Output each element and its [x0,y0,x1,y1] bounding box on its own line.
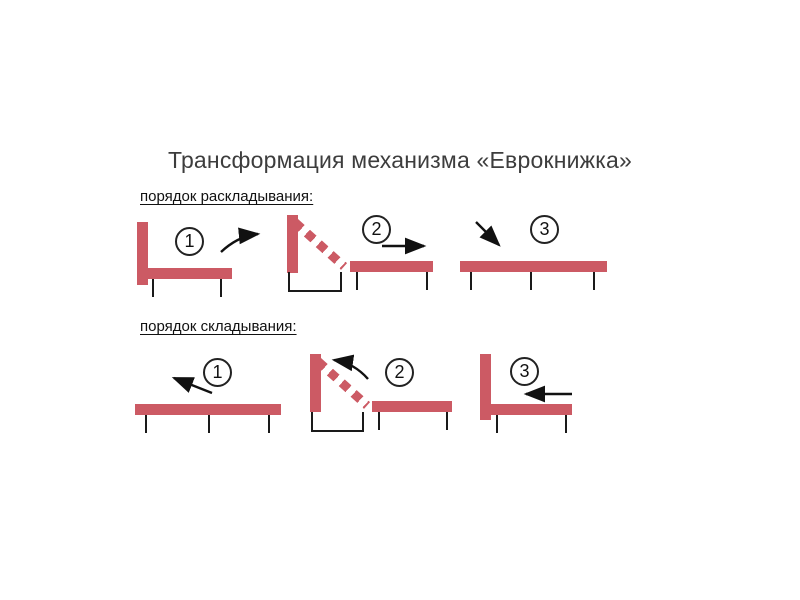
unfold-step-1-figure: 1 [130,210,280,305]
arrow-right-icon [382,237,427,255]
arrow-up-right-icon [220,227,261,253]
backrest-bar [287,215,298,273]
step-number-badge: 3 [530,215,559,244]
seat-bar [372,401,452,412]
frame-leg [470,272,472,290]
fold-step-1-figure: 1 [128,350,288,440]
backrest-motion-dashed [291,219,348,270]
frame-leg [446,412,448,430]
arrow-left-icon [523,385,572,403]
step-number-badge: 1 [203,358,232,387]
frame-leg [145,415,147,433]
bed-bar [460,261,607,272]
frame-leg [378,412,380,430]
step-number-badge: 2 [362,215,391,244]
arrow-down-right-icon [475,221,501,247]
fold-step-2-figure: 2 [300,345,460,440]
backrest-bar [480,354,491,420]
seat-bar [147,268,232,279]
section-label-folding: порядок складывания: [140,318,297,335]
frame-leg [356,272,358,290]
unfold-step-2-figure: 2 [280,205,440,300]
frame-leg [152,279,154,297]
diagram-title: Трансформация механизма «Еврокнижка» [167,147,633,173]
seat-bar [350,261,433,272]
frame-leg [220,279,222,297]
frame-leg [496,415,498,433]
frame-leg [530,272,532,290]
arrow-up-left-icon [171,376,213,395]
frame-leg [593,272,595,290]
frame-leg [268,415,270,433]
backrest-bar [137,222,148,285]
frame-leg [565,415,567,433]
frame-base [311,412,364,432]
curved-arrow-up-left-icon [331,354,369,380]
frame-base [288,272,342,292]
seat-bar [491,404,572,415]
bed-bar [135,404,281,415]
frame-leg [208,415,210,433]
section-label-unfolding: порядок раскладывания: [140,188,314,205]
step-number-badge: 1 [175,227,204,256]
unfold-step-3-figure: 3 [450,205,615,300]
backrest-bar [310,354,321,412]
step-number-badge: 2 [385,358,414,387]
frame-leg [426,272,428,290]
step-number-badge: 3 [510,357,539,386]
fold-step-3-figure: 3 [470,345,600,440]
